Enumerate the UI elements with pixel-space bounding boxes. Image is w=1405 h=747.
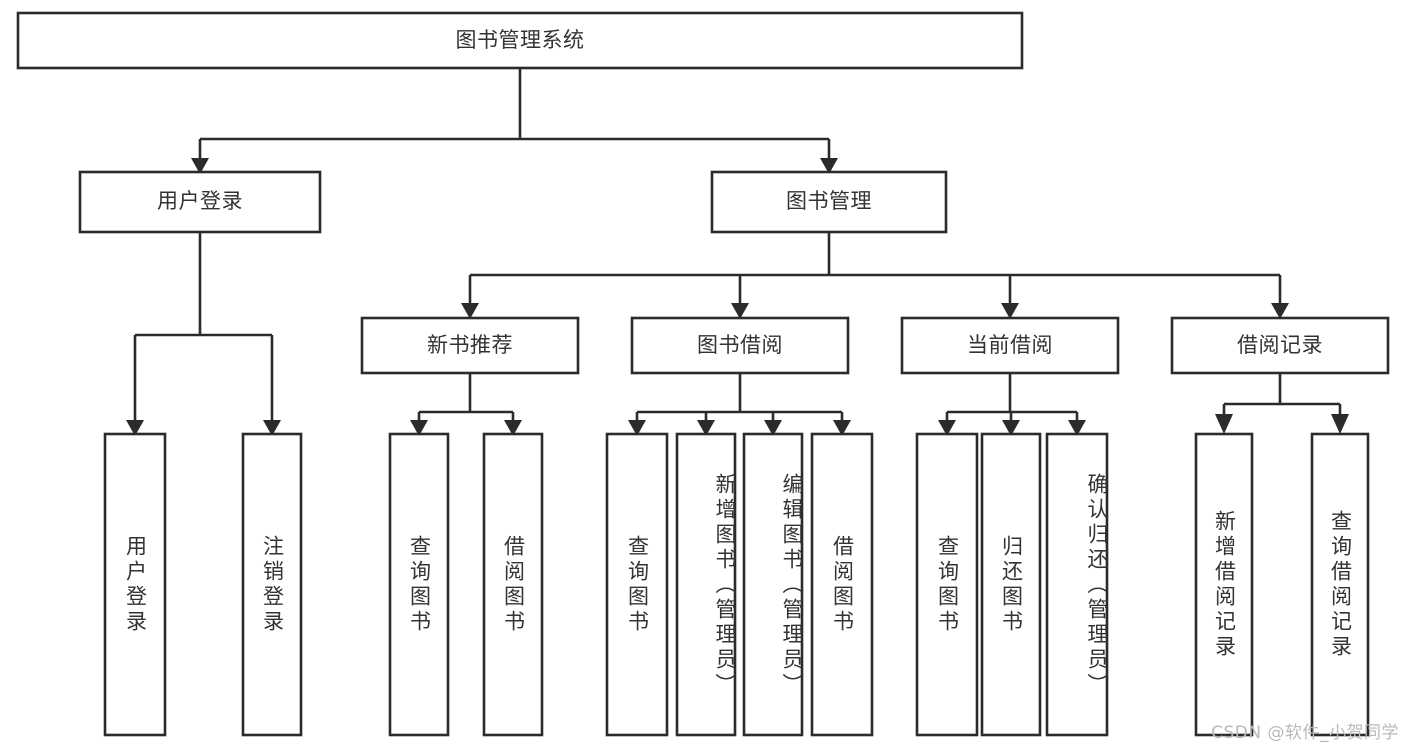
arrowhead-leaf-return-book: [1002, 420, 1020, 436]
node-box-leaf-add-record[interactable]: [1194, 432, 1254, 737]
connector-group-user-login: [126, 232, 281, 436]
arrowhead-leaf-confirm-return: [1068, 420, 1086, 436]
arrowhead-leaf-add-book: [697, 420, 715, 436]
node-box-leaf-confirm-return[interactable]: [1045, 432, 1109, 737]
arrowhead-book-borrow: [731, 303, 749, 319]
connector-group-book-borrow: [628, 373, 851, 436]
node-box-leaf-logout[interactable]: [241, 432, 303, 737]
arrowhead-leaf-query-book-2: [628, 420, 646, 436]
arrowhead-new-book-recommend: [461, 303, 479, 319]
node-box-leaf-query-book-3[interactable]: [915, 432, 979, 737]
arrowhead-current-borrow: [1001, 303, 1019, 319]
arrowhead-user-login: [191, 158, 209, 174]
connector-group-current-borrow: [938, 373, 1086, 436]
connector-group-root: [191, 68, 838, 174]
node-box-leaf-borrow-book-1[interactable]: [482, 432, 544, 737]
node-box-book-borrow[interactable]: [630, 316, 850, 375]
arrowhead-borrow-record: [1271, 303, 1289, 319]
arrowhead-leaf-query-record: [1331, 414, 1349, 434]
node-box-leaf-return-book[interactable]: [980, 432, 1042, 737]
node-box-leaf-query-book-1[interactable]: [388, 432, 450, 737]
node-box-leaf-borrow-book-2[interactable]: [810, 432, 874, 737]
node-box-leaf-query-record[interactable]: [1310, 432, 1370, 737]
arrowhead-leaf-query-book-1: [410, 420, 428, 436]
node-box-leaf-query-book-2[interactable]: [605, 432, 669, 737]
connector-group-book-manage: [461, 232, 1289, 319]
arrowhead-leaf-query-book-3: [938, 420, 956, 436]
node-box-leaf-user-login[interactable]: [103, 432, 167, 737]
arrowhead-book-manage: [820, 158, 838, 174]
arrowhead-leaf-borrow-book-1: [504, 420, 522, 436]
arrowhead-leaf-add-record: [1215, 414, 1233, 434]
connector-group-borrow-record: [1215, 373, 1349, 434]
node-box-current-borrow[interactable]: [900, 316, 1120, 375]
node-box-root[interactable]: [16, 11, 1024, 70]
arrowhead-leaf-edit-book: [764, 420, 782, 436]
node-box-new-book-recommend[interactable]: [360, 316, 580, 375]
node-box-leaf-add-book[interactable]: [675, 432, 737, 737]
node-box-book-manage[interactable]: [710, 170, 948, 234]
node-box-borrow-record[interactable]: [1170, 316, 1390, 375]
arrowhead-leaf-borrow-book-2: [833, 420, 851, 436]
node-box-user-login[interactable]: [78, 170, 322, 234]
arrowhead-leaf-logout: [263, 420, 281, 436]
connector-group-new-book-recommend: [410, 373, 522, 436]
arrowhead-leaf-user-login: [126, 420, 144, 436]
node-box-leaf-edit-book[interactable]: [742, 432, 804, 737]
